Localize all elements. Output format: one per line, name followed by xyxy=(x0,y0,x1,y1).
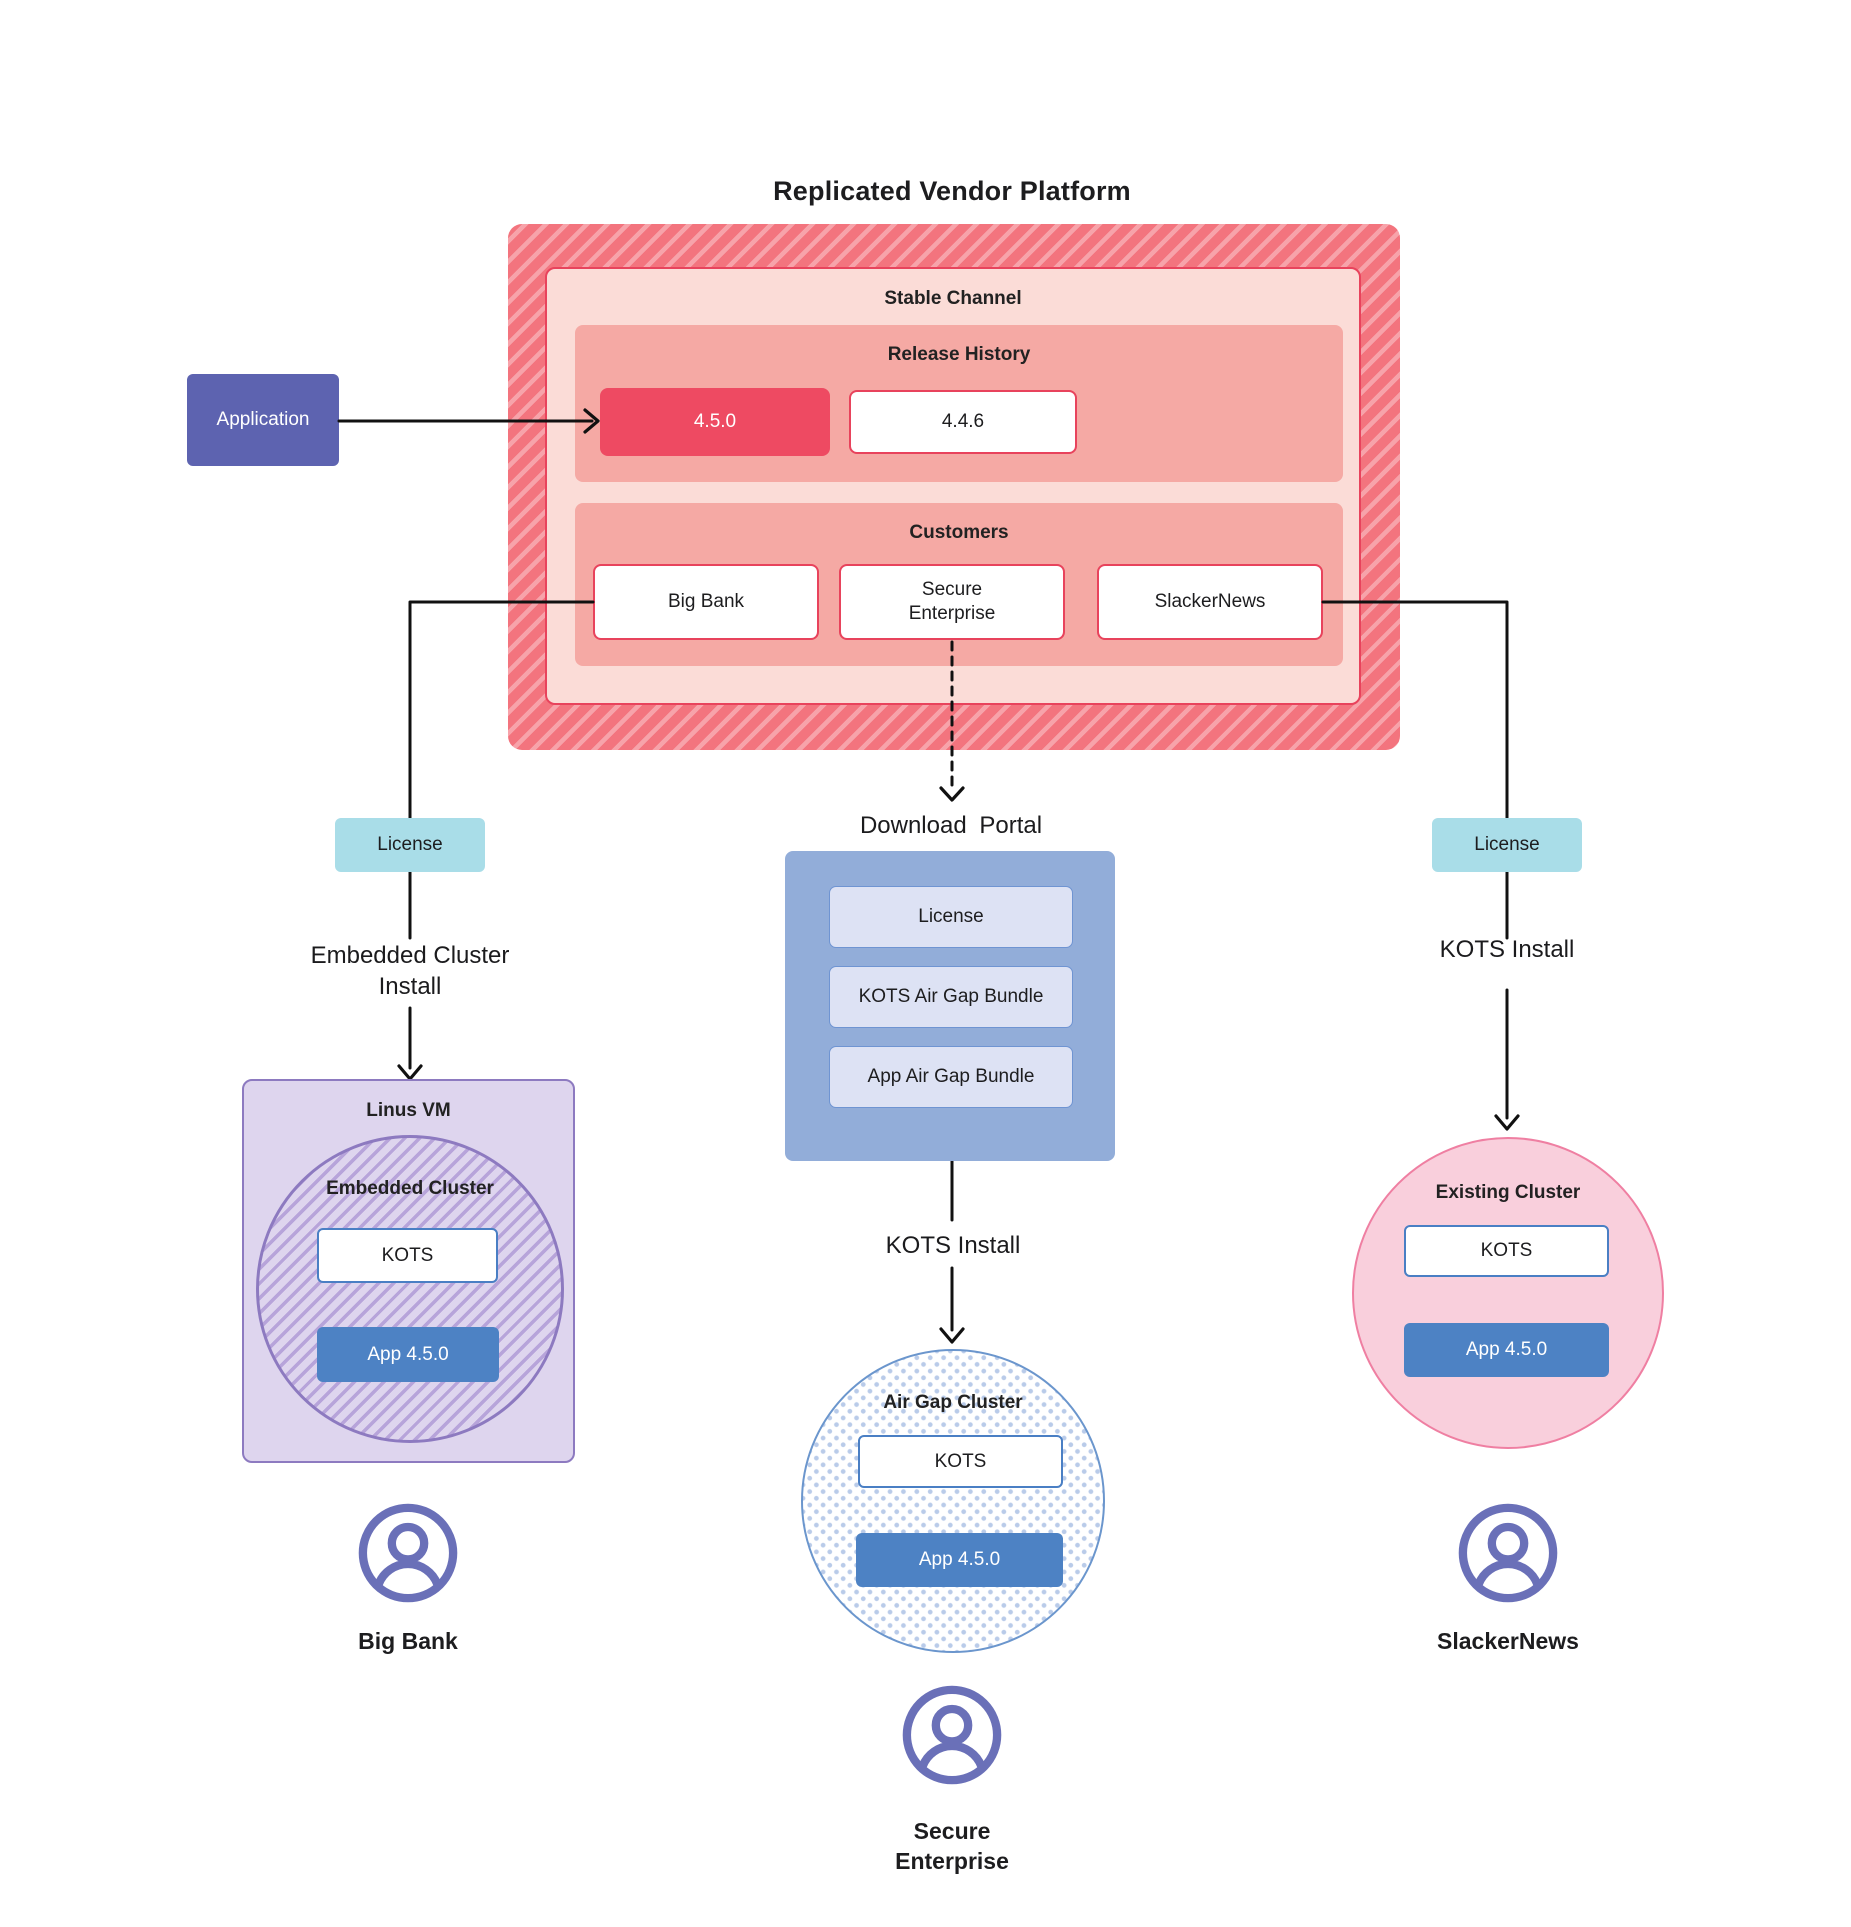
download-portal-title: Download Portal xyxy=(859,812,1043,839)
license-node-right: License xyxy=(1432,818,1582,872)
embedded-cluster-circle xyxy=(256,1135,564,1443)
user-icon-big-bank xyxy=(357,1502,459,1604)
arrow-kots-install-to-existing xyxy=(1494,988,1520,1131)
kots-install-label-right: KOTS Install xyxy=(1439,936,1575,963)
existing-cluster-circle xyxy=(1352,1137,1664,1449)
air-gap-cluster-circle xyxy=(801,1349,1105,1653)
release-4-5-0: 4.5.0 xyxy=(600,388,830,456)
license-node-left: License xyxy=(335,818,485,872)
user-icon-secure-enterprise xyxy=(901,1684,1003,1786)
app-node-middle: App 4.5.0 xyxy=(856,1533,1063,1587)
user-label-slackernews: SlackerNews xyxy=(1437,1628,1579,1654)
app-node-right: App 4.5.0 xyxy=(1404,1323,1609,1377)
user-icon-slackernews xyxy=(1457,1502,1559,1604)
linus-vm-label: Linus VM xyxy=(366,1100,451,1121)
embedded-cluster-install-label: Embedded Cluster Install xyxy=(310,942,510,1000)
user-label-secure-enterprise: Secure Enterprise xyxy=(895,1818,1009,1874)
arrow-embedded-install-to-vm xyxy=(397,1006,423,1081)
release-4-4-6: 4.4.6 xyxy=(849,390,1077,454)
application-node: Application xyxy=(187,374,339,466)
kots-node-right: KOTS xyxy=(1404,1225,1609,1277)
customer-big-bank: Big Bank xyxy=(593,564,819,640)
kots-node-middle: KOTS xyxy=(858,1435,1063,1488)
kots-node-left: KOTS xyxy=(317,1228,498,1283)
portal-item-kots-airgap-bundle: KOTS Air Gap Bundle xyxy=(829,966,1073,1028)
page-title: Replicated Vendor Platform xyxy=(773,176,1131,206)
embedded-cluster-label: Embedded Cluster xyxy=(326,1178,494,1199)
portal-item-license: License xyxy=(829,886,1073,948)
user-label-big-bank: Big Bank xyxy=(358,1628,458,1654)
app-node-left: App 4.5.0 xyxy=(317,1327,499,1382)
arrow-kots-install-to-airgap xyxy=(939,1266,965,1344)
customer-secure-enterprise: Secure Enterprise xyxy=(839,564,1065,640)
release-history-label: Release History xyxy=(887,344,1031,365)
air-gap-cluster-label: Air Gap Cluster xyxy=(883,1392,1023,1413)
portal-item-app-airgap-bundle: App Air Gap Bundle xyxy=(829,1046,1073,1108)
kots-install-label-middle: KOTS Install xyxy=(885,1232,1021,1259)
existing-cluster-label: Existing Cluster xyxy=(1435,1182,1581,1203)
customers-label: Customers xyxy=(909,522,1009,543)
customer-slackernews: SlackerNews xyxy=(1097,564,1323,640)
stable-channel-label: Stable Channel xyxy=(884,288,1022,309)
